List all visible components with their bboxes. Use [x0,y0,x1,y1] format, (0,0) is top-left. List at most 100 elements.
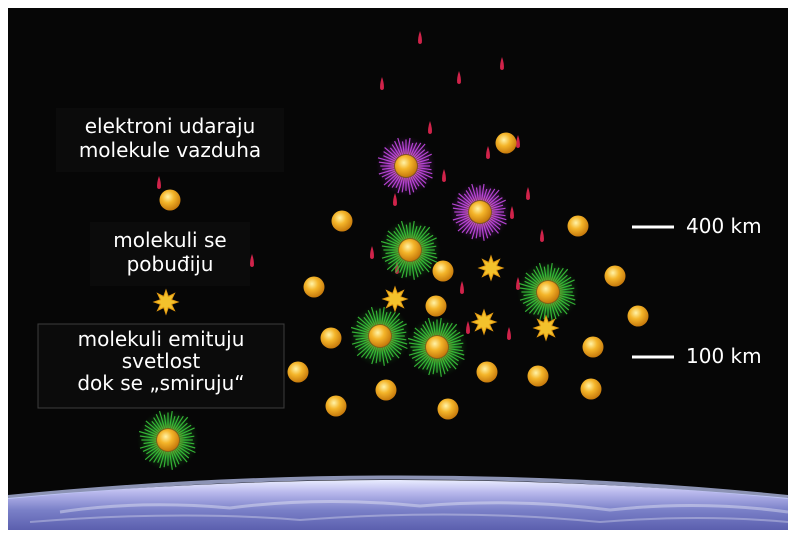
emitting-molecule-core [369,325,391,347]
emission-ray [555,268,569,284]
emission-ray [397,223,406,240]
emission-ray [559,287,575,291]
emission-ray [405,224,409,239]
emission-ray [178,444,196,454]
emission-ray [519,294,537,301]
emission-ray [439,323,445,336]
emission-ray [559,284,572,290]
emission-ray [482,188,488,201]
emission-ray [163,451,167,468]
emission-ray [533,269,543,283]
emission-ray [482,223,489,239]
emission-ray [416,153,432,162]
emitting-molecule-core [537,281,559,303]
emission-ray [390,258,403,272]
emission-ray [555,300,568,315]
emission-ray [146,445,159,455]
scale-label-400: 400 km [686,214,762,238]
emission-ray [416,170,433,179]
emitting-molecule-core [399,239,421,261]
emission-ray [393,230,403,242]
emission-ray [471,183,478,201]
emission-ray [386,234,401,245]
electron [507,327,511,340]
emission-ray [446,331,461,342]
emission-ray [382,167,395,170]
scale-label-100: 100 km [686,344,762,368]
emission-ray [360,344,373,358]
emission-ray [523,293,537,297]
emission-ray [350,326,369,334]
emission-ray [408,349,426,356]
emission-ray [378,161,395,165]
emission-ray [383,173,398,186]
air-molecule [604,265,626,287]
emission-ray [395,176,402,189]
emission-ray [465,190,475,203]
emission-ray [175,416,189,432]
emission-ray [179,441,195,445]
emitting-molecule-core [469,201,491,223]
emission-ray [389,341,402,351]
emission-ray [177,424,192,435]
emission-ray [475,223,479,239]
emission-ray [539,303,546,321]
emission-ray [438,358,442,377]
emission-ray [170,416,176,429]
emission-ray [485,188,496,203]
emission-ray [543,303,547,320]
emission-ray [381,307,385,325]
green-emission [406,316,468,378]
emission-ray [172,450,180,465]
emission-ray [550,268,556,281]
emission-ray [448,339,461,345]
emission-ray [383,151,397,161]
emission-ray [387,174,399,188]
emission-ray [390,340,408,350]
air-molecule [375,379,397,401]
emission-ray [417,258,430,273]
emission-ray [380,240,399,248]
emission-ray [413,335,427,343]
emission-ray [148,448,161,462]
emission-ray [384,311,392,326]
emission-ray [390,323,407,332]
emission-ray [179,432,192,438]
emission-ray [163,414,167,429]
emission-ray [553,267,564,283]
emission-ray [452,214,469,221]
emission-ray [389,147,399,158]
emission-ray [388,318,400,329]
emission-ray [438,318,442,336]
air-molecule [627,305,649,327]
earth-horizon [7,475,789,530]
emission-ray [489,217,502,226]
emission-ray [538,262,546,281]
emission-ray [365,313,375,327]
emission-ray [411,261,415,280]
emission-ray [394,140,402,156]
emission-ray [415,171,428,180]
emission-ray [384,147,398,159]
emission-ray [490,199,506,208]
emission-ray [463,193,473,204]
emission-ray [457,219,472,232]
electron [466,321,470,334]
emission-ray [176,422,188,433]
emission-ray [484,222,492,236]
emission-ray [465,221,475,234]
emission-ray [383,155,396,162]
emission-ray [395,227,405,241]
emission-ray [176,447,190,459]
emission-ray [442,322,453,338]
emission-ray [531,272,541,284]
emission-ray [381,252,399,259]
emission-ray [526,297,539,307]
emission-ray [139,435,157,439]
emission-ray [420,237,437,246]
emission-ray [550,303,557,320]
emission-ray [424,320,433,337]
air-molecule [582,336,604,358]
emission-ray [177,445,190,455]
emission-ray [412,348,426,352]
